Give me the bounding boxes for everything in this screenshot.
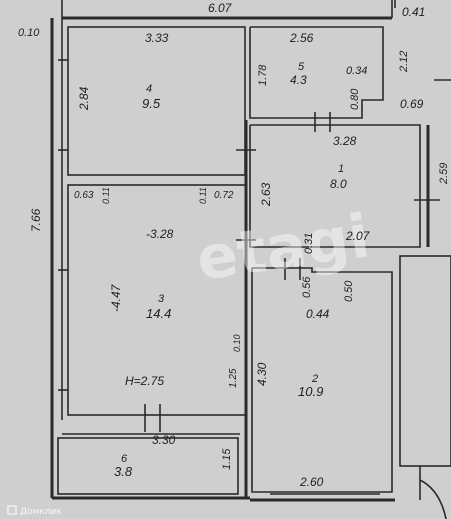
label-room6-area: 3.8: [114, 464, 133, 479]
label-hall-num: 1: [338, 163, 344, 175]
label-room3-b: 0.11: [101, 187, 111, 204]
room-5-outline: [249, 26, 384, 119]
room-3-outline: [67, 184, 247, 416]
room-4-outline: [67, 26, 246, 176]
label-room2-a: 0.56: [301, 276, 313, 298]
label-room3-125: 1.25: [228, 368, 239, 388]
label-room2-num: 2: [311, 373, 318, 385]
label-room3-a: 0.63: [74, 190, 94, 201]
dimension-labels: 6.07 0.41 0.10 3.33 2.84 4 9.5 2.56 1.78…: [18, 1, 450, 489]
label-room4-width: 3.33: [145, 31, 169, 45]
label-room3-small: 0.10: [232, 334, 242, 352]
label-room3-width: -3.28: [146, 227, 174, 241]
room-2-outline: [251, 267, 393, 493]
label-left-corner: 0.10: [18, 27, 40, 39]
label-hall-width: 3.28: [333, 134, 357, 148]
label-room5-right-bottom: 0.80: [349, 88, 361, 110]
label-room5-right-top: 0.34: [346, 65, 367, 77]
label-room5-num: 5: [298, 61, 305, 73]
label-hall-area: 8.0: [330, 177, 347, 191]
label-room3-ceiling: H=2.75: [125, 374, 164, 388]
label-room4-num: 4: [146, 83, 152, 95]
label-hall-left: 2.63: [259, 182, 273, 207]
label-hall-bottom-a: 0.31: [303, 233, 315, 254]
label-room6-num: 6: [121, 453, 128, 465]
label-room5-width: 2.56: [289, 31, 314, 45]
label-top-right: 0.41: [402, 5, 425, 19]
brand-logo: Домклик: [7, 505, 62, 517]
label-room2-c: 0.44: [306, 307, 330, 321]
label-room6-width: 3.30: [152, 433, 176, 447]
label-right-212: 2.12: [398, 51, 410, 73]
label-room4-height: 2.84: [77, 86, 91, 111]
label-right-259: 2.59: [438, 163, 450, 185]
walls: [50, 0, 451, 519]
right-room-outline: [399, 255, 451, 467]
label-top-width: 6.07: [208, 1, 233, 15]
label-room3-area: 14.4: [146, 306, 171, 321]
label-hall-bottom-b: 2.07: [345, 229, 371, 243]
label-right-069: 0.69: [400, 97, 424, 111]
house-icon: [7, 505, 17, 515]
label-room4-area: 9.5: [142, 96, 161, 111]
label-total-height: 7.66: [29, 208, 43, 232]
label-room6-height: 1.15: [221, 448, 233, 470]
label-room2-width: 2.60: [299, 475, 324, 489]
label-room3-c: 0.11: [198, 187, 208, 204]
label-room3-d: 0.72: [214, 190, 234, 201]
brand-text: Домклик: [20, 507, 62, 517]
label-room5-area: 4.3: [290, 73, 307, 87]
label-room5-left: 1.78: [257, 64, 269, 86]
label-room2-b: 0.50: [343, 280, 355, 302]
label-room2-area: 10.9: [298, 384, 323, 399]
label-room3-num: 3: [158, 293, 165, 305]
label-room3-height: -4.47: [109, 283, 123, 312]
room-1-outline: [249, 124, 421, 248]
room-6-outline: [57, 437, 239, 495]
label-room2-height: 4.30: [255, 362, 269, 386]
